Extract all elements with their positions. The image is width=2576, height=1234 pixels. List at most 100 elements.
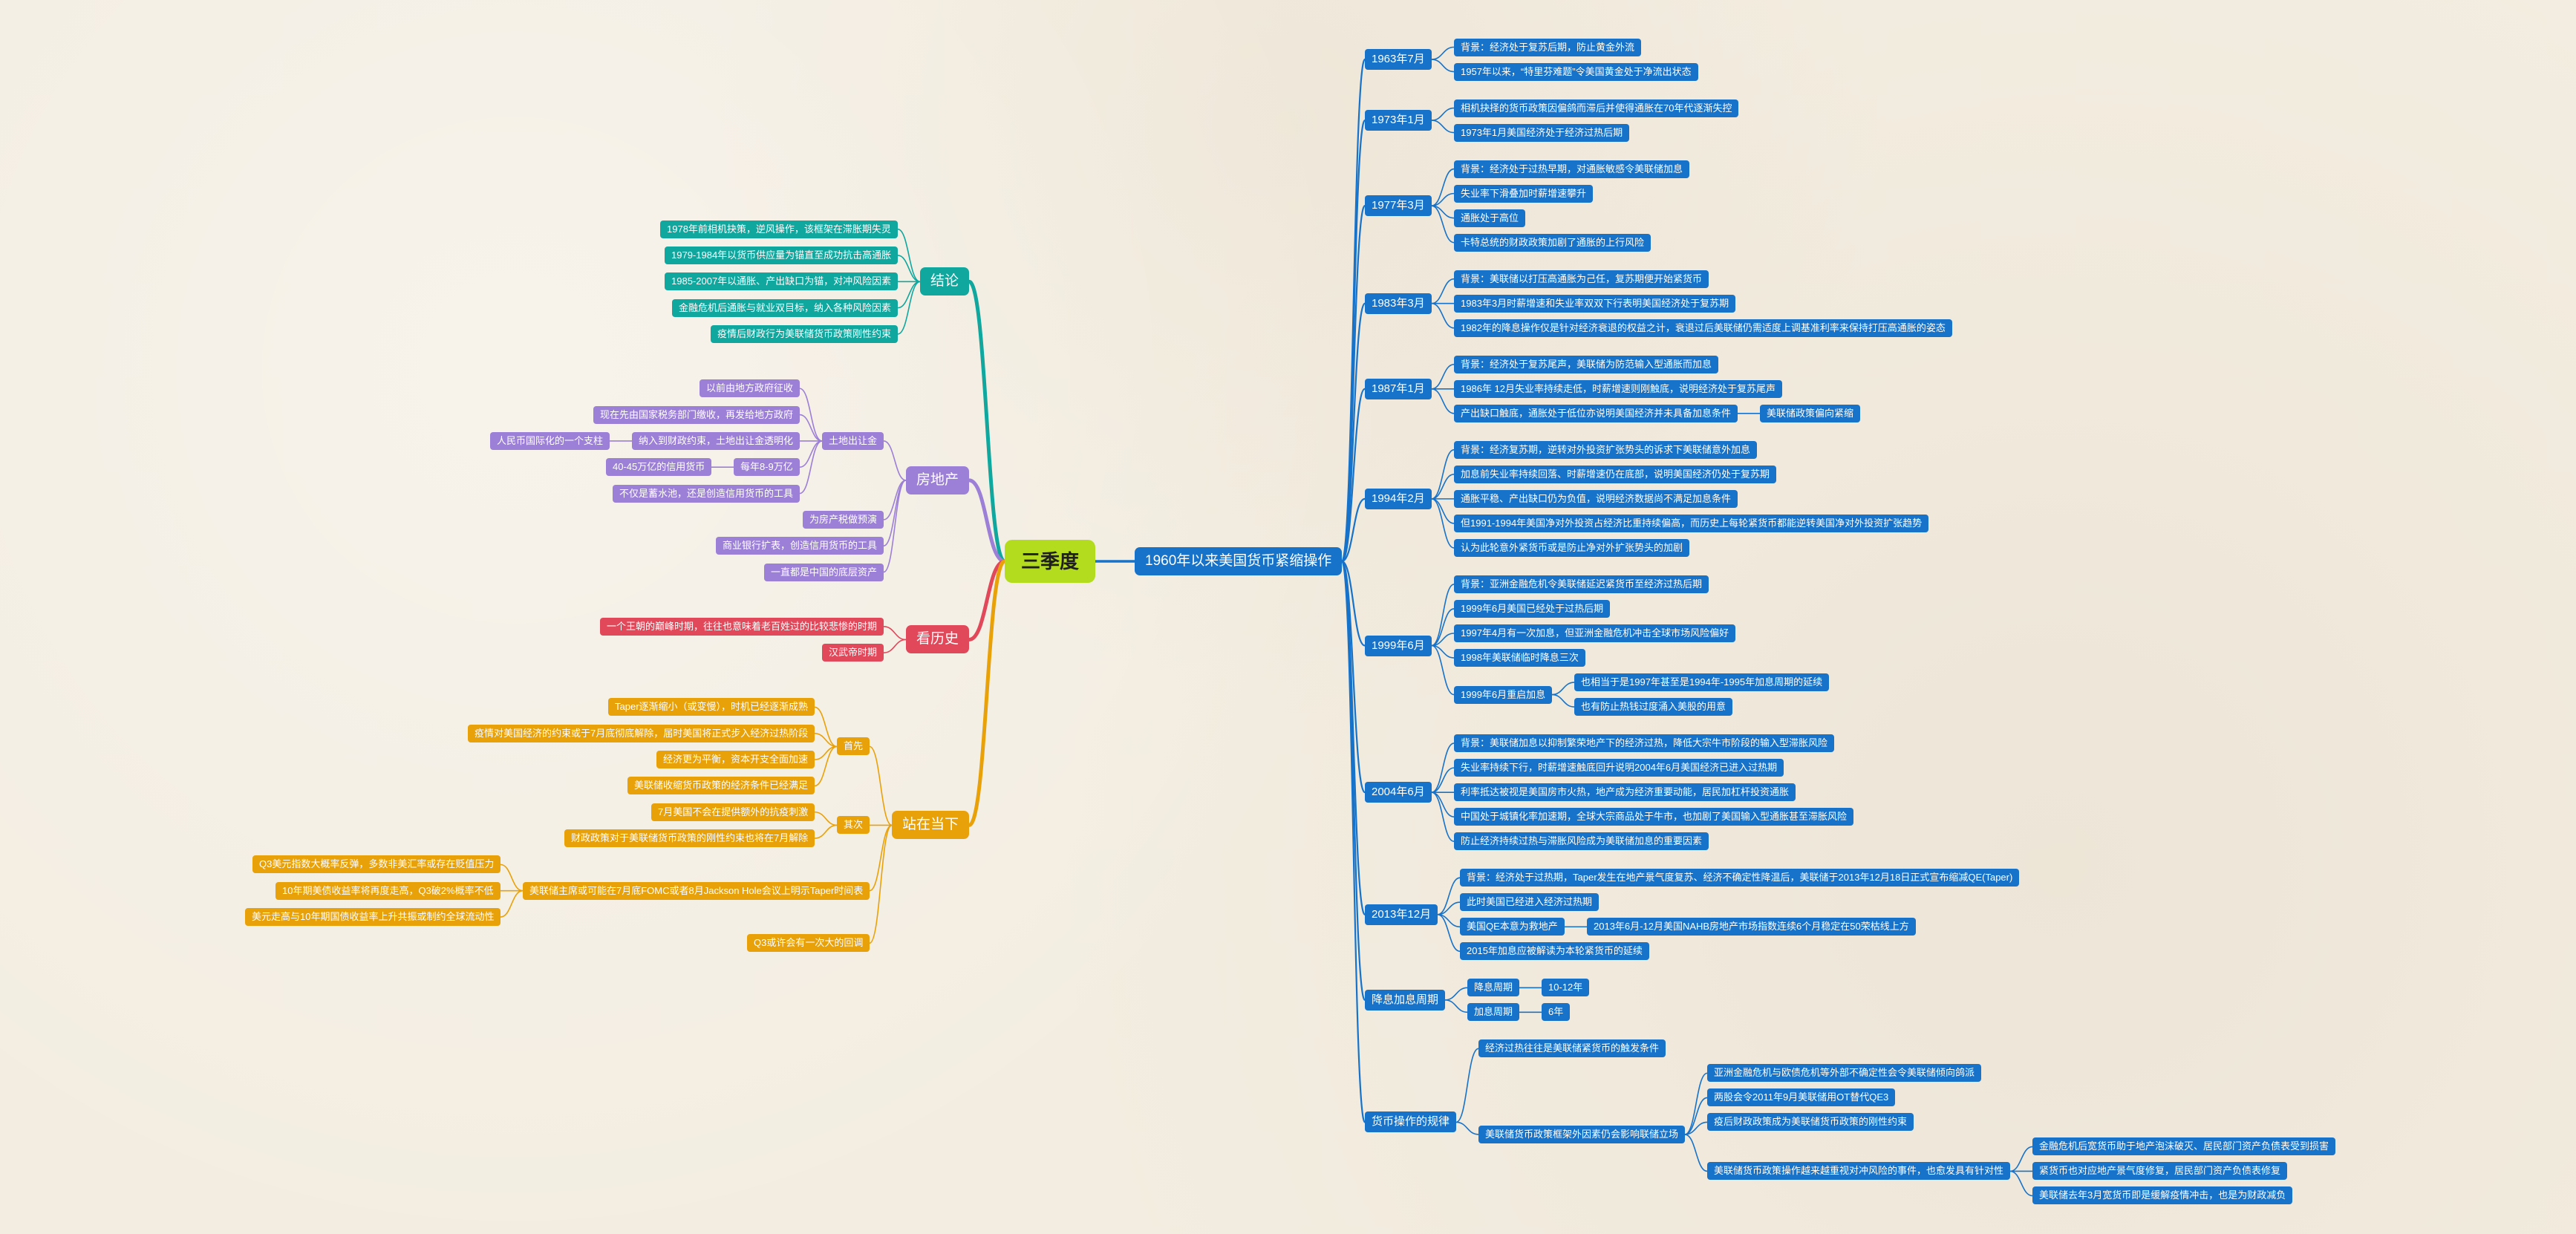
- branch-node[interactable]: 但1991-1994年美国净对外投资占经济比重持续偏高，而历史上每轮紧货币都能逆…: [1454, 514, 1929, 532]
- branch-node[interactable]: 加息前失业率持续回落、时薪增速仍在底部，说明美国经济仍处于复苏期: [1454, 465, 1777, 483]
- branch-node[interactable]: 背景：美联储加息以抑制繁荣地产下的经济过热，降低大宗牛市阶段的输入型滞胀风险: [1454, 734, 1835, 753]
- branch-node[interactable]: 汉武帝时期: [822, 644, 884, 662]
- branch-node[interactable]: 不仅是蓄水池，还是创造信用货币的工具: [613, 484, 800, 503]
- branch-real-estate[interactable]: 房地产: [906, 466, 970, 494]
- branch-node[interactable]: 现在先由国家税务部门缴收，再发给地方政府: [593, 405, 800, 424]
- branch-node[interactable]: 美元走高与10年期国债收益率上升共振或制约全球流动性: [245, 908, 501, 927]
- branch-node[interactable]: 亚洲金融危机与欧债危机等外部不确定性会令美联储倾向鸽派: [1707, 1064, 1982, 1083]
- branch-node[interactable]: 美国QE本意为救地产: [1460, 918, 1565, 936]
- branch-current[interactable]: 站在当下: [892, 811, 970, 840]
- branch-node[interactable]: 为房产税做预演: [803, 510, 884, 529]
- branch-conclusion[interactable]: 结论: [920, 267, 970, 296]
- branch-node[interactable]: 10年期美债收益率将再度走高，Q3破2%概率不低: [275, 881, 500, 900]
- branch-node[interactable]: 1983年3月时薪增速和失业率双双下行表明美国经济处于复苏期: [1454, 294, 1736, 313]
- branch-node[interactable]: 1978年前相机抉策，逆风操作，该框架在滞胀期失灵: [660, 220, 898, 238]
- branch-node[interactable]: 卡特总统的财政政策加剧了通胀的上行风险: [1454, 233, 1651, 252]
- branch-node[interactable]: 2015年加息应被解读为本轮紧货币的延续: [1460, 942, 1649, 961]
- period-node[interactable]: 1963年7月: [1365, 49, 1432, 71]
- branch-node[interactable]: 纳入到财政约束，土地出让金透明化: [632, 431, 800, 450]
- branch-node[interactable]: 1986年 12月失业率持续走低，时薪增速则刚触底，说明经济处于复苏尾声: [1454, 379, 1782, 398]
- branch-node[interactable]: 美联储去年3月宽货币即是缓解疫情冲击，也是为财政减负: [2032, 1186, 2293, 1205]
- branch-node[interactable]: 降息周期: [1467, 979, 1520, 997]
- branch-node[interactable]: 两股会令2011年9月美联储用OT替代QE3: [1707, 1088, 1896, 1107]
- period-node[interactable]: 1999年6月: [1365, 635, 1432, 656]
- branch-node[interactable]: 背景：经济处于过热期，Taper发生在地产景气度复苏、经济不确定性降温后，美联储…: [1460, 869, 2020, 887]
- main-branch-fed-tightening[interactable]: 1960年以来美国货币紧缩操作: [1135, 547, 1343, 575]
- branch-node[interactable]: 1982年的降息操作仅是针对经济衰退的权益之计，衰退过后美联储仍需适度上调基准利…: [1454, 319, 1952, 337]
- branch-node[interactable]: 背景：亚洲金融危机令美联储延迟紧货币至经济过热后期: [1454, 575, 1709, 593]
- period-node[interactable]: 货币操作的规律: [1365, 1111, 1457, 1133]
- branch-node[interactable]: 每年8-9万亿: [734, 458, 800, 477]
- branch-node[interactable]: 金融危机后宽货币助于地产泡沫破灭、居民部门资产负债表受到损害: [2032, 1137, 2336, 1156]
- branch-node[interactable]: 相机抉择的货币政策因偏鸽而滞后并使得通胀在70年代逐渐失控: [1454, 99, 1739, 117]
- branch-node[interactable]: 一个王朝的巅峰时期，往往也意味着老百姓过的比较悲惨的时期: [600, 617, 884, 636]
- period-node[interactable]: 2013年12月: [1365, 904, 1438, 925]
- branch-node[interactable]: 1998年美联储临时降息三次: [1454, 649, 1585, 667]
- branch-node[interactable]: 土地出让金: [822, 431, 884, 450]
- branch-node[interactable]: 美联储货币政策框架外因素仍会影响联储立场: [1478, 1125, 1686, 1143]
- branch-node[interactable]: 1973年1月美国经济处于经济过热后期: [1454, 123, 1630, 142]
- branch-node[interactable]: Q3美元指数大概率反弹，多数非美汇率或存在贬值压力: [252, 855, 501, 874]
- branch-node[interactable]: 首先: [837, 737, 870, 756]
- branch-node[interactable]: 人民币国际化的一个支柱: [490, 431, 610, 450]
- branch-node[interactable]: Taper逐渐缩小（或变慢），时机已经逐渐成熟: [608, 698, 815, 716]
- branch-node[interactable]: 加息周期: [1467, 1003, 1520, 1022]
- branch-node[interactable]: 通胀处于高位: [1454, 209, 1526, 227]
- branch-node[interactable]: 财政政策对于美联储货币政策的刚性约束也将在7月解除: [564, 829, 815, 848]
- branch-node[interactable]: 疫后财政政策成为美联储货币政策的刚性约束: [1707, 1113, 1914, 1132]
- branch-node[interactable]: 商业银行扩表，创造信用货币的工具: [716, 537, 884, 555]
- branch-node[interactable]: 也有防止热钱过度涌入美股的用意: [1574, 698, 1733, 716]
- branch-node[interactable]: 其次: [837, 816, 870, 835]
- period-node[interactable]: 1994年2月: [1365, 488, 1432, 509]
- connector-line: [897, 281, 921, 335]
- branch-node[interactable]: Q3或许会有一次大的回调: [747, 934, 870, 953]
- branch-node[interactable]: 经济更为平衡，资本开支全面加速: [656, 751, 815, 769]
- branch-node[interactable]: 产出缺口触底，通胀处于低位亦说明美国经济并未具备加息条件: [1454, 404, 1738, 422]
- branch-node[interactable]: 疫情后财政行为美联储货币政策刚性约束: [711, 324, 899, 343]
- branch-node[interactable]: 背景：经济复苏期，逆转对外投资扩张势头的诉求下美联储意外加息: [1454, 440, 1758, 459]
- branch-node[interactable]: 6年: [1542, 1003, 1571, 1022]
- branch-node[interactable]: 1999年6月重启加息: [1454, 685, 1553, 704]
- branch-node[interactable]: 中国处于城镇化率加速期，全球大宗商品处于牛市，也加剧了美国输入型通胀甚至滞胀风险: [1454, 808, 1854, 826]
- period-node[interactable]: 1987年1月: [1365, 378, 1432, 399]
- branch-node[interactable]: 也相当于是1997年甚至是1994年-1995年加息周期的延续: [1574, 673, 1830, 692]
- branch-node[interactable]: 金融危机后通胀与就业双目标，纳入各种风险因素: [672, 298, 899, 317]
- branch-node[interactable]: 2013年6月-12月美国NAHB房地产市场指数连续6个月稳定在50荣枯线上方: [1587, 918, 1916, 936]
- branch-node[interactable]: 美联储主席或可能在7月底FOMC或者8月Jackson Hole会议上明示Tap…: [523, 881, 870, 900]
- period-node[interactable]: 1977年3月: [1365, 195, 1432, 217]
- period-node[interactable]: 1983年3月: [1365, 293, 1432, 314]
- branch-node[interactable]: 7月美国不会在提供额外的抗疫刺激: [651, 803, 815, 821]
- branch-node[interactable]: 利率抵达被视是美国房市火热，地产成为经济重要动能，居民加杠杆投资通胀: [1454, 783, 1796, 802]
- branch-history[interactable]: 看历史: [906, 625, 970, 654]
- period-node[interactable]: 2004年6月: [1365, 782, 1432, 803]
- branch-node[interactable]: 1979-1984年以货币供应量为锚直至成功抗击高通胀: [665, 246, 899, 264]
- branch-node[interactable]: 背景：经济处于复苏尾声，美联储为防范输入型通胀而加息: [1454, 355, 1719, 373]
- branch-node[interactable]: 防止经济持续过热与滞胀风险成为美联储加息的重要因素: [1454, 832, 1709, 851]
- branch-node[interactable]: 1985-2007年以通胀、产出缺口为锚，对冲风险因素: [665, 272, 899, 291]
- branch-node[interactable]: 疫情对美国经济的约束或于7月底彻底解除，届时美国将正式步入经济过热阶段: [468, 724, 815, 742]
- branch-node[interactable]: 认为此轮意外紧货币或是防止净对外扩张势头的加剧: [1454, 538, 1690, 557]
- branch-node[interactable]: 以前由地方政府征收: [700, 379, 800, 398]
- branch-node[interactable]: 背景：经济处于复苏后期，防止黄金外流: [1454, 38, 1642, 56]
- connector-line: [1340, 388, 1366, 563]
- period-node[interactable]: 降息加息周期: [1365, 989, 1446, 1011]
- branch-node[interactable]: 美联储货币政策操作越来越重视对冲风险的事件，也愈发具有针对性: [1707, 1162, 2011, 1181]
- branch-node[interactable]: 失业率下滑叠加时薪增速攀升: [1454, 184, 1594, 203]
- branch-node[interactable]: 美联储收缩货币政策的经济条件已经满足: [627, 777, 815, 795]
- branch-node[interactable]: 美联储政策偏向紧缩: [1760, 404, 1861, 422]
- branch-node[interactable]: 此时美国已经进入经济过热期: [1460, 893, 1600, 912]
- branch-node[interactable]: 背景：美联储以打压高通胀为己任，复苏期便开始紧货币: [1454, 270, 1709, 288]
- branch-node[interactable]: 通胀平稳、产出缺口仍为负值，说明经济数据尚不满足加息条件: [1454, 489, 1738, 508]
- branch-node[interactable]: 失业率持续下行，时薪增速触底回升说明2004年6月美国经济已进入过热期: [1454, 759, 1784, 777]
- branch-node[interactable]: 10-12年: [1542, 979, 1590, 997]
- branch-node[interactable]: 1997年4月有一次加息，但亚洲金融危机冲击全球市场风险偏好: [1454, 624, 1736, 642]
- branch-node[interactable]: 40-45万亿的信用货币: [606, 458, 712, 477]
- period-node[interactable]: 1973年1月: [1365, 110, 1432, 131]
- branch-node[interactable]: 1999年6月美国已经处于过热后期: [1454, 599, 1611, 618]
- branch-node[interactable]: 1957年以来，“特里芬难题”令美国黄金处于净流出状态: [1454, 62, 1698, 81]
- root-topic[interactable]: 三季度: [1005, 540, 1096, 583]
- branch-node[interactable]: 背景：经济处于过热早期，对通胀敏感令美联储加息: [1454, 160, 1690, 178]
- branch-node[interactable]: 一直都是中国的底层资产: [764, 563, 884, 581]
- branch-node[interactable]: 经济过热往往是美联储紧货币的触发条件: [1478, 1039, 1666, 1058]
- branch-node[interactable]: 紧货币也对应地产景气度修复，居民部门资产负债表修复: [2032, 1162, 2288, 1181]
